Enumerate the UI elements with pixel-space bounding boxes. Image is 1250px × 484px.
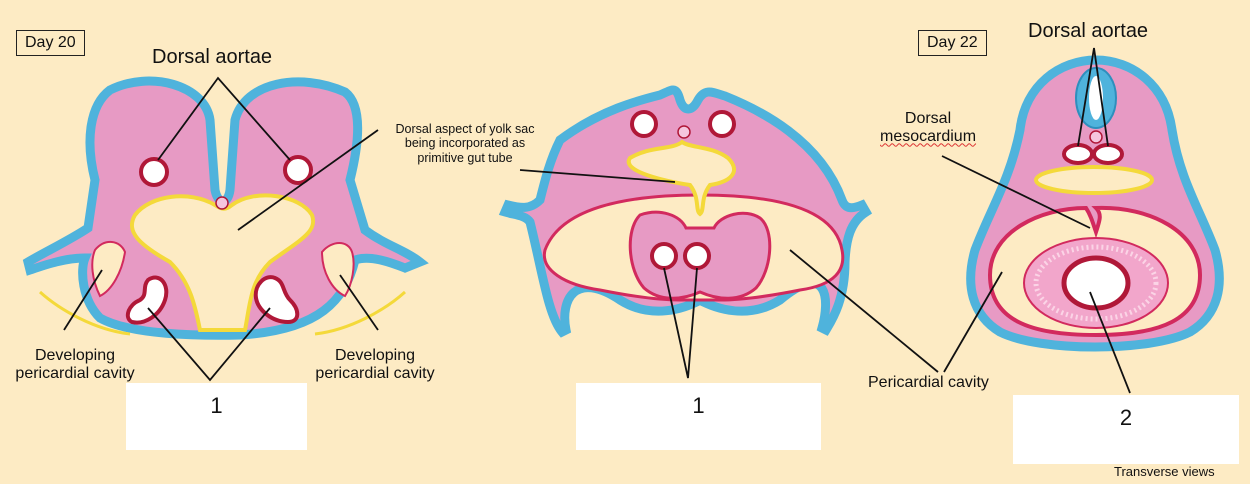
- pericardial-cavity-label: Pericardial cavity: [868, 374, 989, 391]
- day22-section: [966, 55, 1224, 352]
- middle-dorsal-aorta-left: [630, 110, 658, 138]
- transverse-views-caption: Transverse views: [1114, 464, 1215, 479]
- answer-box-day20[interactable]: 1: [126, 383, 307, 450]
- day22-label: Day 22: [918, 30, 987, 56]
- day20-dorsal-aortae-label: Dorsal aortae: [152, 46, 273, 68]
- left-cavity-line2: pericardial cavity: [15, 365, 135, 383]
- answer-box-middle[interactable]: 1: [576, 383, 821, 450]
- dorsal-mesocardium-line2: mesocardium: [880, 128, 977, 146]
- middle-heart-tube-left: [650, 242, 678, 270]
- day22-dorsal-aortae-label: Dorsal aortae: [1028, 20, 1149, 42]
- answer-box-day22-text: 2: [1119, 405, 1133, 430]
- middle-section: [498, 85, 873, 338]
- day20-yolk-sac: [129, 193, 316, 332]
- middle-primitive-gut: [626, 139, 736, 217]
- yolk-sac-label-line1: Dorsal aspect of yolk sac: [395, 122, 535, 136]
- yolk-sac-label-line3: primitive gut tube: [417, 150, 513, 165]
- day22-dorsal-aorta-right: [1092, 143, 1124, 165]
- day20-left-pericardial-cavity: [91, 241, 127, 298]
- middle-notochord: [677, 125, 691, 139]
- day20-dorsal-aorta-right: [283, 155, 313, 185]
- left-cavity-line1: Developing: [34, 347, 116, 364]
- right-cavity-line2: pericardial cavity: [315, 365, 435, 383]
- day22-dorsal-aorta-left: [1062, 143, 1094, 165]
- pointer-lines: [63, 47, 1131, 394]
- answer-box-day20-text: 1: [210, 393, 223, 418]
- day22-notochord: [1089, 130, 1103, 144]
- right-cavity-line1: Developing: [334, 347, 416, 364]
- day20-section: [22, 76, 429, 340]
- right-developing-pericardial-cavity-label: Developing pericardial cavity: [300, 347, 450, 384]
- yolk-sac-label-line2: being incorporated as: [404, 136, 526, 151]
- day20-heart-tube-left: [125, 275, 169, 325]
- answer-box-middle-text: 1: [692, 393, 705, 418]
- middle-heart-tube-right: [683, 242, 711, 270]
- day20-label: Day 20: [16, 30, 85, 56]
- day20-notochord: [215, 196, 229, 210]
- day20-heart-tube-right: [253, 275, 300, 325]
- dorsal-mesocardium-line1: Dorsal: [904, 110, 952, 127]
- yolk-sac-label: Dorsal aspect of yolk sac being incorpor…: [380, 122, 550, 165]
- answer-box-day22[interactable]: 2: [1013, 395, 1239, 464]
- left-developing-pericardial-cavity-label: Developing pericardial cavity: [0, 347, 150, 384]
- middle-dorsal-aorta-right: [708, 110, 736, 138]
- dorsal-mesocardium-label: Dorsal mesocardium: [880, 110, 976, 147]
- day20-dorsal-aorta-left: [139, 157, 169, 187]
- day22-primitive-gut: [1034, 165, 1154, 195]
- day22-endocardial-tube: [1061, 255, 1131, 311]
